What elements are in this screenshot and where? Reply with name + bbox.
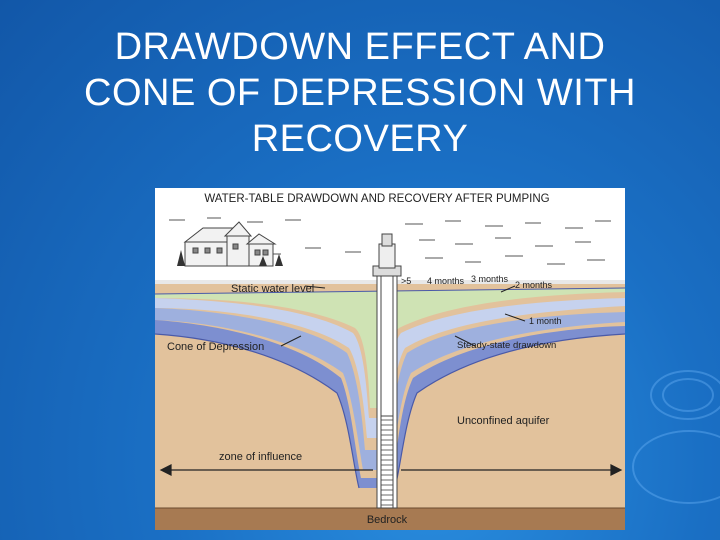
slide-title: DRAWDOWN EFFECT AND CONE OF DEPRESSION W… (40, 24, 680, 162)
recovery-band-mid-blue (155, 308, 625, 470)
cone-outline-right (394, 333, 625, 489)
zone-of-influence-label: zone of influence (219, 451, 302, 463)
label-leaders (280, 285, 526, 347)
steady-state-label: Steady-state drawdown (457, 340, 556, 351)
two-months-label: 2 months (515, 280, 553, 290)
gt5-months-label: >5 (401, 276, 411, 286)
land-surface-marks (169, 217, 611, 265)
well-screen (381, 419, 393, 506)
cone-of-depression-label: Cone of Depression (167, 341, 264, 353)
steady-state-band (155, 320, 625, 488)
trees-icon (177, 250, 283, 266)
title-line-2: CONE OF DEPRESSION WITH (84, 72, 636, 114)
static-water-level-label: Static water level (231, 283, 314, 295)
drawdown-diagram: WATER-TABLE DRAWDOWN AND RECOVERY AFTER … (155, 188, 625, 530)
diagram-heading: WATER-TABLE DRAWDOWN AND RECOVERY AFTER … (204, 193, 549, 205)
title-line-3: RECOVERY (251, 118, 469, 160)
well-icon (372, 233, 402, 509)
title-line-1: DRAWDOWN EFFECT AND (114, 26, 606, 68)
diagram-svg: WATER-TABLE DRAWDOWN AND RECOVERY AFTER … (155, 193, 625, 530)
bedrock-layer (155, 508, 625, 530)
zone-of-influence-arrow (159, 464, 623, 476)
one-month-label: 1 month (529, 316, 562, 326)
bedrock-label: Bedrock (367, 514, 408, 526)
houses-icon (183, 221, 277, 267)
four-months-label: 4 months (427, 276, 465, 286)
cone-outline-left (155, 333, 360, 489)
three-months-label: 3 months (471, 274, 509, 284)
unconfined-aquifer-label: Unconfined aquifer (457, 415, 550, 427)
ripple-decoration (632, 430, 720, 504)
ripple-decoration (650, 370, 720, 420)
